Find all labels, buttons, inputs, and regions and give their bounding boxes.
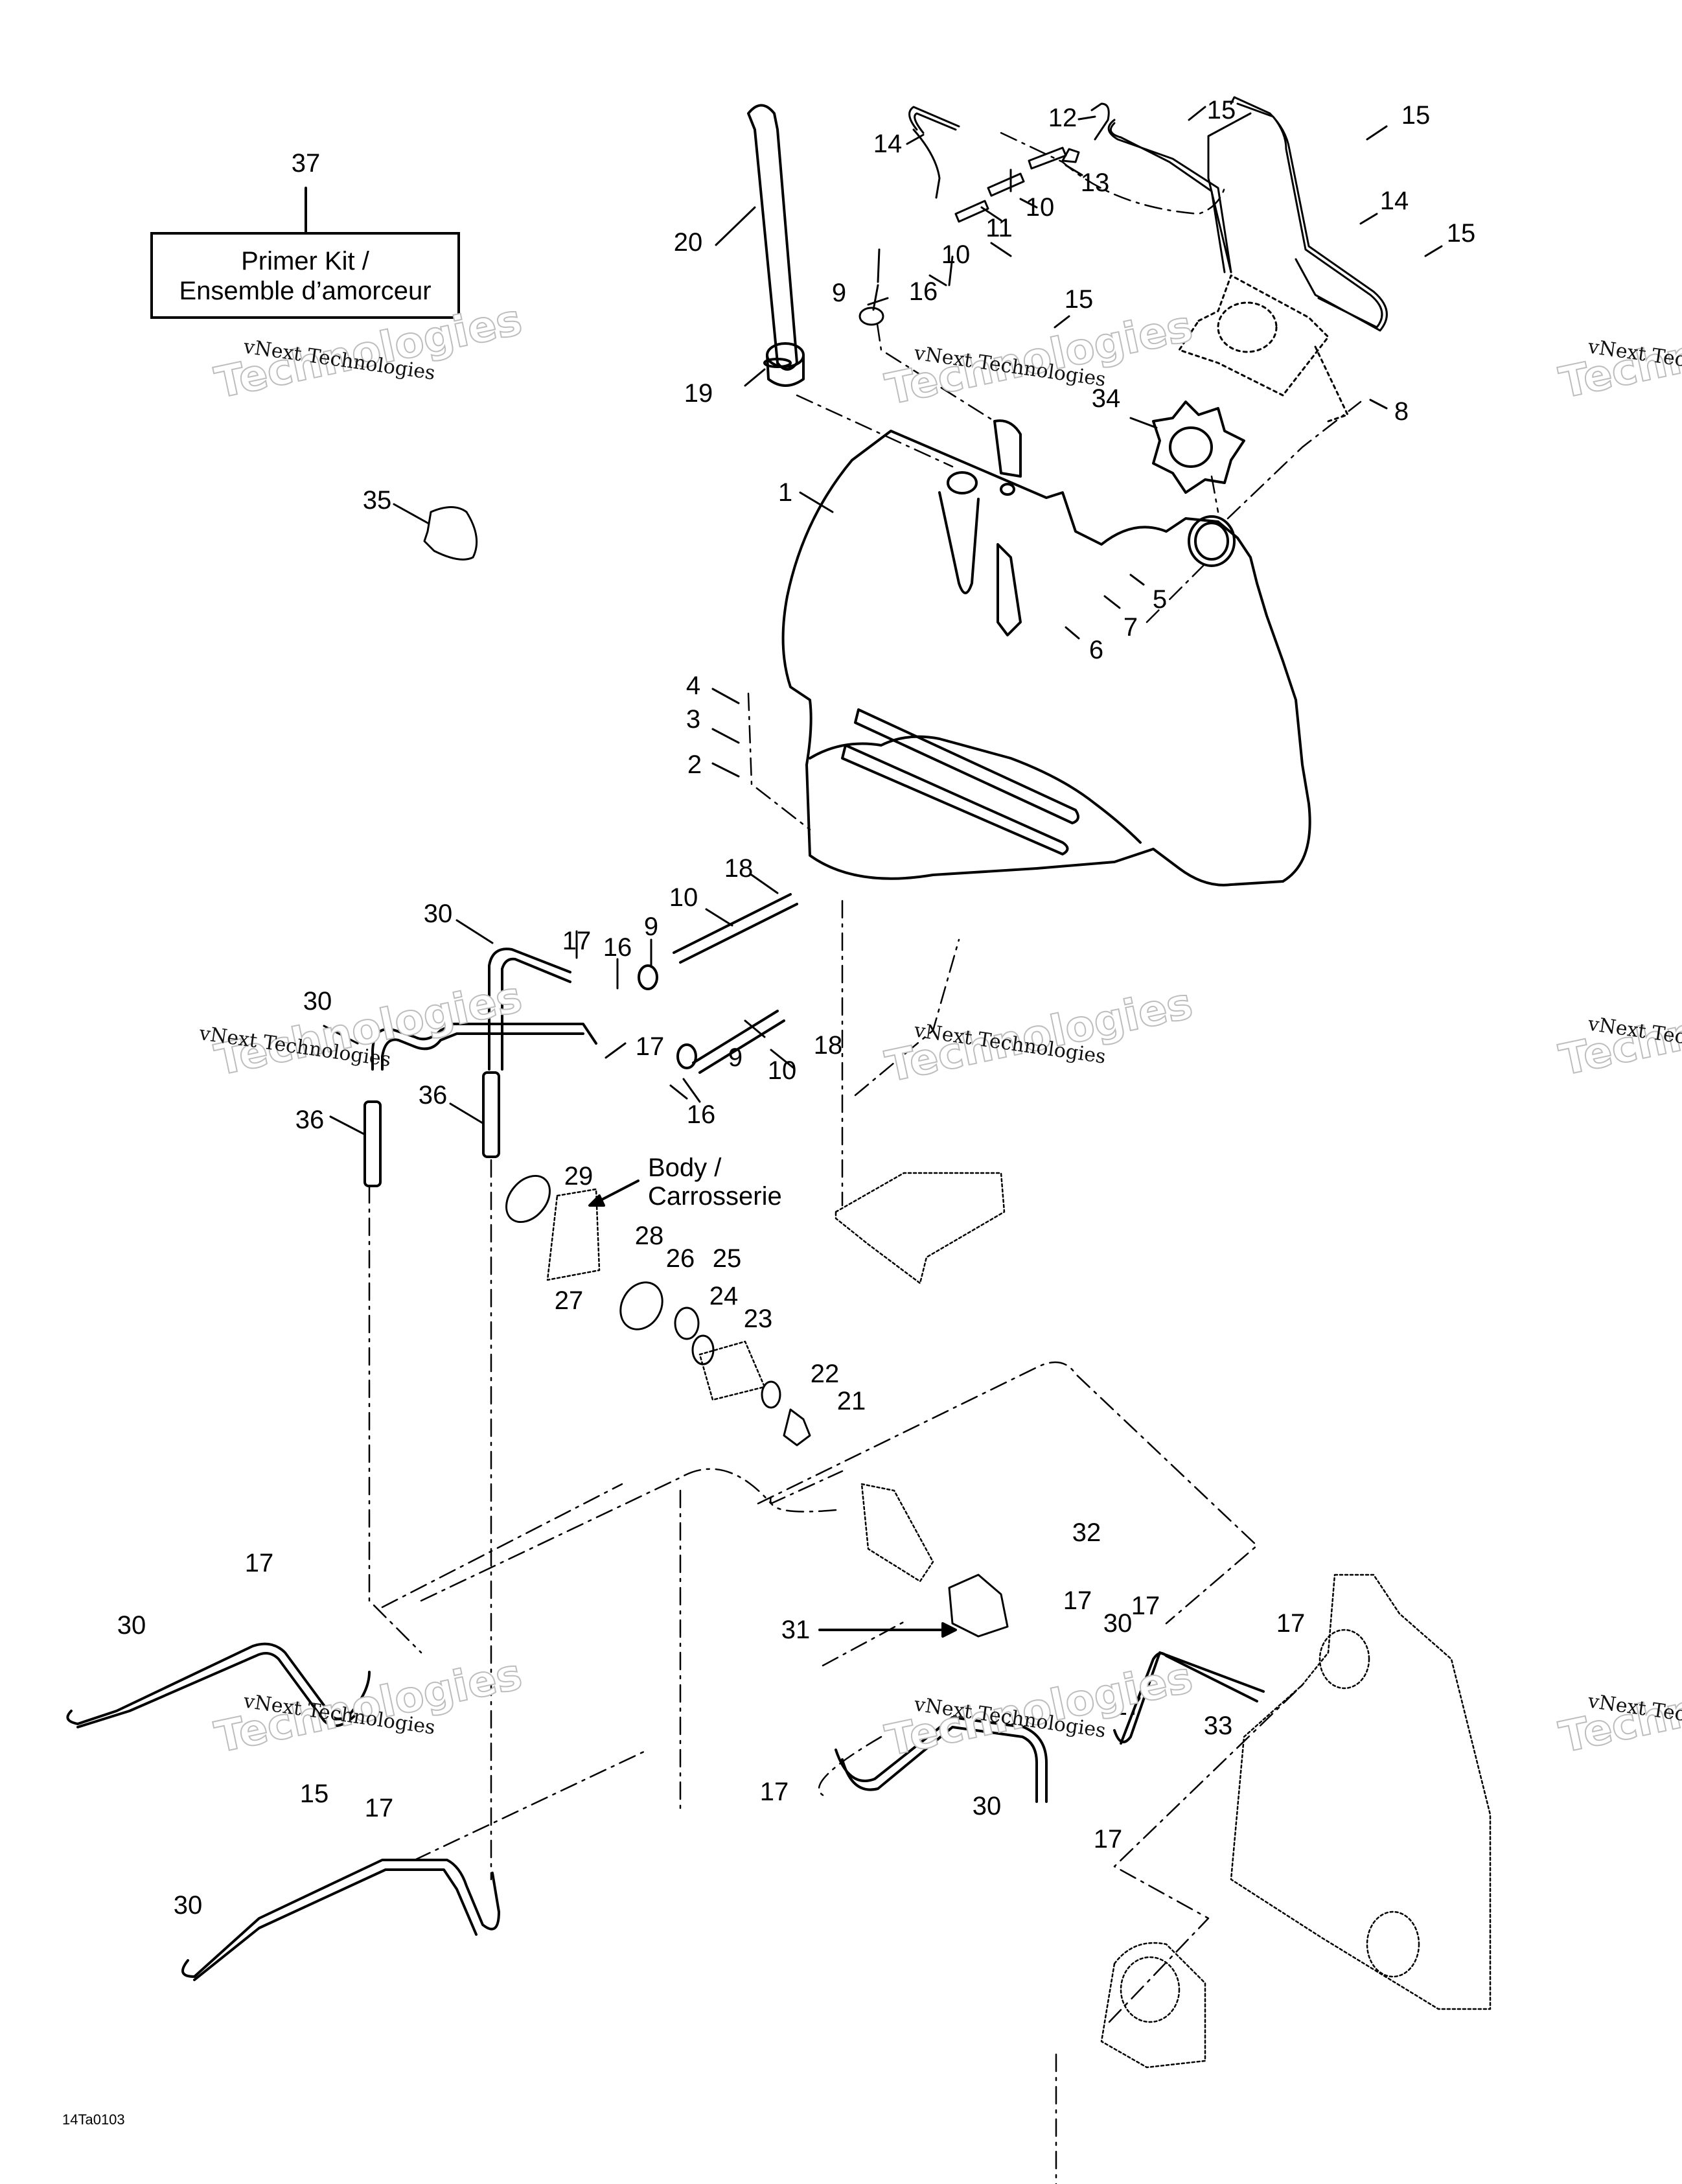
- callout: 17: [1093, 1825, 1123, 1853]
- callout: 29: [564, 1162, 593, 1191]
- callout: 16: [686, 1100, 716, 1129]
- callout: 10: [669, 883, 698, 912]
- fuel-pump: [948, 1574, 1009, 1638]
- callout: 9: [643, 912, 659, 941]
- filler-grommet: [766, 342, 805, 387]
- callout: 30: [173, 1891, 203, 1920]
- callout: 7: [1123, 613, 1138, 642]
- fittings-top: [858, 146, 1080, 326]
- callout: 15: [1401, 101, 1431, 130]
- fuel-lines-30: [363, 893, 798, 1187]
- callout: 15: [1446, 219, 1476, 248]
- callout: 36: [418, 1081, 448, 1109]
- callout: 17: [635, 1032, 665, 1061]
- dotted-components: [546, 1172, 1492, 2069]
- callout: 28: [634, 1222, 664, 1250]
- callout: 13: [1080, 168, 1110, 197]
- callout: 30: [117, 1611, 146, 1640]
- callout: 17: [1131, 1592, 1160, 1620]
- callout: 30: [1103, 1609, 1133, 1638]
- callout: 15: [1206, 96, 1236, 124]
- callout: 18: [724, 854, 754, 883]
- figure-code: 14Ta0103: [62, 2111, 125, 2128]
- callout: 14: [1379, 187, 1409, 215]
- callout: 5: [1152, 585, 1168, 614]
- callout: 17: [1276, 1609, 1306, 1638]
- callout-37: 37: [291, 149, 321, 178]
- callout: 19: [684, 379, 713, 408]
- callout: 17: [244, 1549, 274, 1577]
- clip-35: [423, 506, 478, 561]
- callout: 10: [767, 1056, 797, 1085]
- callout: 22: [810, 1360, 840, 1388]
- callout: 10: [941, 240, 971, 269]
- callout: 35: [362, 486, 392, 515]
- callout: 15: [299, 1780, 329, 1808]
- callout: 17: [562, 927, 592, 955]
- hose-12: [1090, 102, 1110, 141]
- leader-lines: [323, 106, 1443, 1135]
- callout: 30: [972, 1792, 1002, 1820]
- oil-tank-bracket: [1178, 274, 1349, 423]
- body-note: Body / Carrosserie: [648, 1154, 782, 1211]
- callout: 26: [665, 1244, 695, 1273]
- primer-kit-subtitle: Ensemble d’amorceur: [179, 277, 432, 305]
- callout: 6: [1089, 636, 1104, 664]
- primer-kit-title: Primer Kit /: [241, 247, 369, 275]
- vent-hose-14: [908, 96, 1388, 332]
- callout: 24: [709, 1282, 739, 1310]
- callout: 11: [985, 214, 1013, 242]
- tube-36-right: [482, 1071, 500, 1158]
- callout: 10: [1025, 193, 1055, 222]
- callout: 34: [1091, 384, 1121, 413]
- callout: 17: [1112, 1692, 1142, 1721]
- lower-left-tubes: [66, 1642, 500, 1981]
- body-note-line2: Carrosserie: [648, 1182, 782, 1211]
- callout: 9: [728, 1043, 743, 1072]
- callout: 9: [831, 279, 847, 307]
- callout: 14: [873, 130, 903, 158]
- callout: 17: [759, 1778, 789, 1806]
- callout: 21: [836, 1387, 866, 1415]
- right-tubes: [835, 1651, 1265, 1803]
- body-arrow: [598, 1179, 639, 1202]
- callout: 17: [1063, 1586, 1092, 1615]
- fuel-tank: [781, 419, 1311, 887]
- filler-ring: [1188, 515, 1236, 567]
- callout: 18: [813, 1031, 843, 1060]
- callout: 32: [1072, 1518, 1101, 1547]
- primer-components: [505, 1174, 811, 1446]
- callout: 16: [908, 277, 938, 306]
- callout: 3: [685, 705, 701, 734]
- callout: 33: [1203, 1712, 1233, 1740]
- callout: 12: [1048, 104, 1077, 132]
- callout: 25: [712, 1244, 742, 1273]
- callout: 1: [778, 478, 793, 507]
- tube-36-left: [363, 1100, 382, 1187]
- callout: 16: [603, 933, 632, 962]
- callout: 30: [303, 987, 332, 1016]
- fuel-cap: [1152, 401, 1245, 494]
- primer-kit-box: Primer Kit / Ensemble d’amorceur: [150, 232, 460, 319]
- callout: 36: [295, 1106, 325, 1134]
- body-note-line1: Body /: [648, 1154, 722, 1182]
- assembly-lines: [368, 132, 1362, 2184]
- callout: 2: [687, 750, 702, 779]
- callout: 4: [685, 671, 701, 700]
- callout: 15: [1064, 285, 1094, 314]
- callout: 8: [1394, 397, 1409, 426]
- callout: 27: [554, 1286, 584, 1315]
- callout: 30: [423, 900, 453, 928]
- callout: 23: [743, 1305, 773, 1333]
- filler-neck-tube: [747, 104, 798, 371]
- callout: 31: [781, 1616, 811, 1644]
- callout: 17: [364, 1794, 394, 1822]
- callout: 20: [673, 228, 703, 257]
